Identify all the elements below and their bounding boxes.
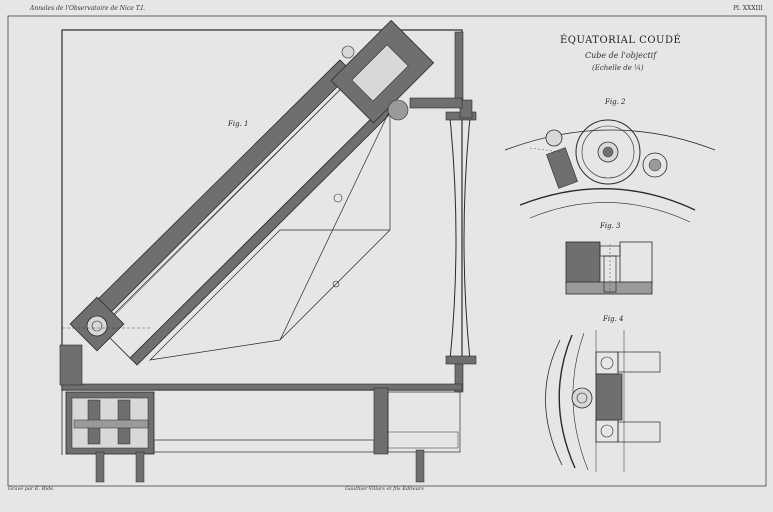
plate-scale: (Echelle de ¼) [592, 64, 644, 72]
plate-border [7, 15, 767, 487]
plate-subtitle: Cube de l'objectif [585, 51, 657, 60]
footer-engraver: Gravé par E. Bidé. [8, 486, 55, 492]
footer-publisher: Gauthier-Villars et fils Éditeurs [345, 486, 424, 492]
fig2-label: Fig. 2 [605, 98, 626, 106]
plate-title: ÉQUATORIAL COUDÉ [560, 35, 682, 46]
fig3-label: Fig. 3 [600, 222, 621, 230]
header-left: Annales de l'Observatoire de Nice T.I. [30, 5, 146, 12]
fig4-label: Fig. 4 [603, 315, 624, 323]
fig2-drawing [504, 119, 716, 223]
fig1-label: Fig. 1 [228, 120, 249, 128]
fig1-drawing [59, 19, 477, 483]
fig3-drawing [565, 241, 653, 295]
fig4-drawing [545, 330, 661, 472]
header-right: Pl. XXXIII [733, 5, 763, 12]
